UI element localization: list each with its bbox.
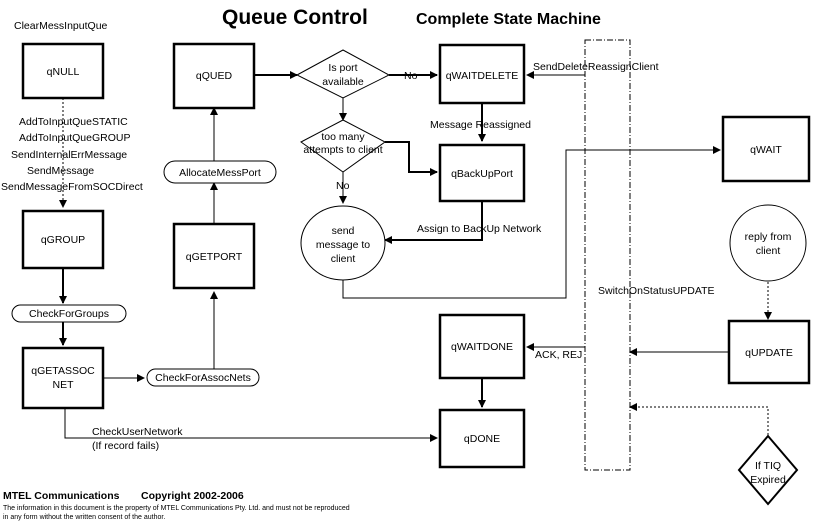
label-ack-rej: ACK, REJ bbox=[535, 349, 582, 361]
label-send-delete-reassign: SendDeleteReassignClient bbox=[533, 61, 659, 73]
state-qgetassocnet-label-2: NET bbox=[53, 379, 75, 391]
state-qwait-label: qWAIT bbox=[750, 144, 782, 156]
circle-send-label-2: message to bbox=[316, 239, 370, 251]
state-qgroup: qGROUP bbox=[21, 209, 105, 270]
label-switch-on-status: SwitchOnStatusUPDATE bbox=[598, 285, 715, 297]
proc-allocate-mess-port: AllocateMessPort bbox=[163, 160, 277, 184]
label-send-from-soc: SendMessageFromSOCDirect bbox=[1, 181, 143, 193]
label-no-port: No bbox=[404, 70, 418, 82]
label-send-message: SendMessage bbox=[27, 165, 94, 177]
state-qwaitdelete: qWAITDELETE bbox=[438, 43, 526, 105]
state-qgetport-label: qGETPORT bbox=[186, 251, 243, 263]
state-qgetport: qGETPORT bbox=[172, 222, 256, 290]
state-qwait: qWAIT bbox=[721, 115, 811, 183]
state-qgetassocnet-label-1: qGETASSOC bbox=[31, 365, 95, 377]
label-if-record-fails: (If record fails) bbox=[92, 440, 159, 452]
decision-port-available-label-2: available bbox=[322, 76, 364, 88]
edge-qgetassoc-qdone bbox=[64, 408, 438, 442]
label-add-group: AddToInputQueGROUP bbox=[19, 132, 130, 144]
state-qnull-label: qNULL bbox=[47, 66, 80, 78]
diagram-title: Queue Control bbox=[222, 6, 368, 29]
proc-check-for-assoc-nets-label: CheckForAssocNets bbox=[155, 372, 251, 384]
label-send-internal-err: SendInternalErrMessage bbox=[11, 149, 127, 161]
state-qbackupport: qBackUpPort bbox=[438, 143, 526, 203]
state-qnull: qNULL bbox=[21, 42, 105, 100]
footer: MTEL Communications Copyright 2002-2006 … bbox=[3, 490, 350, 521]
decision-too-many-attempts: too many attempts to client bbox=[300, 119, 386, 173]
decision-too-many-label-1: too many bbox=[321, 131, 365, 143]
proc-allocate-mess-port-label: AllocateMessPort bbox=[179, 167, 261, 179]
state-qgetassocnet: qGETASSOC NET bbox=[21, 346, 105, 410]
proc-check-for-assoc-nets: CheckForAssocNets bbox=[146, 368, 260, 387]
proc-check-for-groups: CheckForGroups bbox=[11, 304, 127, 323]
state-qdone-label: qDONE bbox=[464, 433, 500, 445]
state-qwaitdone-label: qWAITDONE bbox=[451, 341, 513, 353]
label-no-attempts: No bbox=[336, 180, 350, 192]
circle-reply-from-client: reply from client bbox=[729, 204, 807, 282]
footer-notice-2: in any form without the written consent … bbox=[3, 514, 165, 521]
state-qwaitdone: qWAITDONE bbox=[438, 313, 526, 380]
footer-company: MTEL Communications bbox=[3, 490, 120, 502]
circle-send-label-1: send bbox=[332, 225, 355, 237]
circle-send-label-3: client bbox=[331, 253, 356, 265]
tiq-label-1: If TIQ bbox=[755, 460, 781, 472]
state-qupdate-label: qUPDATE bbox=[745, 347, 793, 359]
state-qqued-label: qQUED bbox=[196, 70, 233, 82]
decision-too-many-label-2: attempts to client bbox=[303, 144, 382, 156]
label-assign-backup: Assign to BackUp Network bbox=[417, 223, 542, 235]
edge-qbackupport-sendmessage bbox=[384, 201, 483, 244]
label-add-static: AddToInputQueSTATIC bbox=[19, 116, 128, 128]
state-qdone: qDONE bbox=[438, 408, 526, 469]
diamond-tiq-expired: If TIQ Expired bbox=[737, 434, 799, 506]
footer-notice-1: The information in this document is the … bbox=[3, 505, 350, 512]
label-clear-mess-input-que: ClearMessInputQue bbox=[14, 20, 108, 32]
edge-toomany-qbackupport bbox=[385, 141, 438, 176]
circle-send-message: send message to client bbox=[300, 205, 386, 281]
edge-tiq-switch bbox=[629, 403, 769, 435]
circle-reply-label-2: client bbox=[756, 245, 781, 257]
connectors bbox=[59, 71, 772, 442]
state-qupdate: qUPDATE bbox=[727, 319, 811, 385]
tiq-label-2: Expired bbox=[750, 474, 786, 486]
state-qqued: qQUED bbox=[172, 42, 256, 110]
state-qbackupport-label: qBackUpPort bbox=[451, 168, 513, 180]
label-check-user-network: CheckUserNetwork bbox=[92, 426, 183, 438]
circle-reply-label-1: reply from bbox=[745, 231, 792, 243]
label-message-reassigned: Message Reassigned bbox=[430, 119, 531, 131]
free-labels: ClearMessInputQue AddToInputQueSTATIC Ad… bbox=[1, 20, 715, 452]
proc-check-for-groups-label: CheckForGroups bbox=[29, 308, 109, 320]
decision-port-available: Is port available bbox=[295, 49, 391, 99]
state-qwaitdelete-label: qWAITDELETE bbox=[446, 70, 519, 82]
footer-copyright: Copyright 2002-2006 bbox=[141, 490, 244, 502]
diagram-subtitle: Complete State Machine bbox=[416, 11, 601, 28]
switch-on-status-bar bbox=[584, 39, 631, 471]
edge-sendmessage-qwait bbox=[342, 146, 721, 299]
decision-port-available-label-1: Is port bbox=[328, 62, 357, 74]
state-qgroup-label: qGROUP bbox=[41, 234, 85, 246]
